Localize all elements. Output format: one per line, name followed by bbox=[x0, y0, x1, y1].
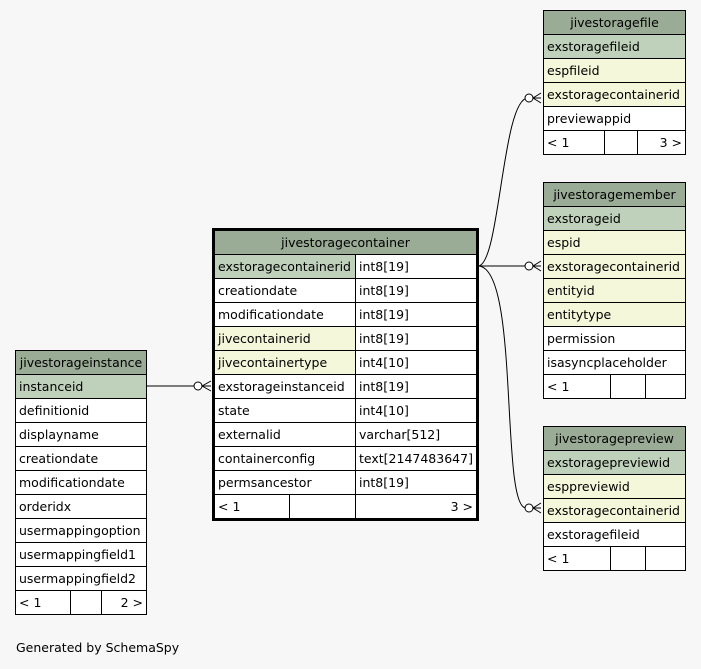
column-row[interactable]: espfileid bbox=[544, 59, 685, 82]
table-jivestoragemember[interactable]: jivestoragemember exstorageid espid exst… bbox=[543, 182, 686, 399]
column-row[interactable]: exstoragefileid bbox=[544, 523, 685, 546]
table-title[interactable]: jivestoragecontainer bbox=[215, 231, 476, 254]
nav-next[interactable]: 3 > bbox=[356, 495, 476, 518]
nav-next[interactable] bbox=[646, 547, 685, 570]
table-title[interactable]: jivestorageinstance bbox=[16, 351, 146, 374]
column-name[interactable]: exstoragecontainerid bbox=[215, 255, 355, 278]
column-type: int4[10] bbox=[356, 351, 476, 374]
nav-prev[interactable]: < 1 bbox=[544, 131, 604, 154]
column-name[interactable]: externalid bbox=[215, 423, 355, 446]
column-name[interactable]: modificationdate bbox=[215, 303, 355, 326]
table-title[interactable]: jivestoragefile bbox=[544, 11, 685, 34]
column-row[interactable]: exstoragecontainerid bbox=[544, 83, 685, 106]
nav-mid bbox=[71, 591, 101, 614]
table-jivestorageinstance[interactable]: jivestorageinstance instanceid definitio… bbox=[15, 350, 147, 615]
column-type: int8[19] bbox=[356, 255, 476, 278]
column-row[interactable]: permission bbox=[544, 327, 685, 350]
column-row[interactable]: esppreviewid bbox=[544, 475, 685, 498]
relation-file-container bbox=[477, 97, 529, 267]
column-name[interactable]: state bbox=[215, 399, 355, 422]
nav-mid bbox=[605, 131, 637, 154]
column-row[interactable]: usermappingfield1 bbox=[16, 543, 146, 566]
column-row[interactable]: displayname bbox=[16, 423, 146, 446]
column-row[interactable]: exstoragecontainerid bbox=[544, 499, 685, 522]
table-jivestoragefile[interactable]: jivestoragefile exstoragefileid espfilei… bbox=[543, 10, 686, 155]
column-row[interactable]: creationdate bbox=[16, 447, 146, 470]
nav-prev[interactable]: < 1 bbox=[215, 495, 290, 518]
column-type: int8[19] bbox=[356, 471, 476, 494]
nav-mid bbox=[611, 547, 645, 570]
column-row[interactable]: usermappingoption bbox=[16, 519, 146, 542]
column-row[interactable]: previewappid bbox=[544, 107, 685, 130]
table-title[interactable]: jivestoragepreview bbox=[544, 427, 685, 450]
column-row[interactable]: isasyncplaceholder bbox=[544, 351, 685, 374]
nav-mid bbox=[290, 495, 355, 518]
nav-mid bbox=[611, 375, 645, 398]
column-row[interactable]: exstorageid bbox=[544, 207, 685, 230]
column-row[interactable]: definitionid bbox=[16, 399, 146, 422]
column-row[interactable]: modificationdate bbox=[16, 471, 146, 494]
relation-preview-container bbox=[477, 265, 527, 509]
nav-next[interactable]: 3 > bbox=[638, 131, 685, 154]
nav-prev[interactable]: < 1 bbox=[544, 375, 610, 398]
column-name[interactable]: creationdate bbox=[215, 279, 355, 302]
table-title[interactable]: jivestoragemember bbox=[544, 183, 685, 206]
nav-next[interactable]: 2 > bbox=[102, 591, 146, 614]
column-name[interactable]: containerconfig bbox=[215, 447, 355, 470]
column-type: int4[10] bbox=[356, 399, 476, 422]
column-row[interactable]: exstoragecontainerid bbox=[544, 255, 685, 278]
column-name[interactable]: permsancestor bbox=[215, 471, 355, 494]
column-type: text[2147483647] bbox=[356, 447, 476, 470]
column-row[interactable]: entitytype bbox=[544, 303, 685, 326]
table-jivestoragecontainer[interactable]: jivestoragecontainer exstoragecontaineri… bbox=[212, 228, 479, 521]
column-name[interactable]: jivecontainertype bbox=[215, 351, 355, 374]
generated-by-footer: Generated by SchemaSpy bbox=[16, 640, 180, 655]
column-type: int8[19] bbox=[356, 327, 476, 350]
column-row[interactable]: exstoragefileid bbox=[544, 35, 685, 58]
column-name[interactable]: exstorageinstanceid bbox=[215, 375, 355, 398]
column-type: int8[19] bbox=[356, 279, 476, 302]
nav-next[interactable] bbox=[646, 375, 685, 398]
column-row[interactable]: instanceid bbox=[16, 375, 146, 398]
column-row[interactable]: exstoragepreviewid bbox=[544, 451, 685, 474]
nav-prev[interactable]: < 1 bbox=[16, 591, 70, 614]
table-jivestoragepreview[interactable]: jivestoragepreview exstoragepreviewid es… bbox=[543, 426, 686, 571]
nav-prev[interactable]: < 1 bbox=[544, 547, 610, 570]
column-row[interactable]: usermappingfield2 bbox=[16, 567, 146, 590]
column-row[interactable]: entityid bbox=[544, 279, 685, 302]
column-type: int8[19] bbox=[356, 303, 476, 326]
column-row[interactable]: espid bbox=[544, 231, 685, 254]
column-name[interactable]: jivecontainerid bbox=[215, 327, 355, 350]
column-row[interactable]: orderidx bbox=[16, 495, 146, 518]
column-type: varchar[512] bbox=[356, 423, 476, 446]
column-type: int8[19] bbox=[356, 375, 476, 398]
